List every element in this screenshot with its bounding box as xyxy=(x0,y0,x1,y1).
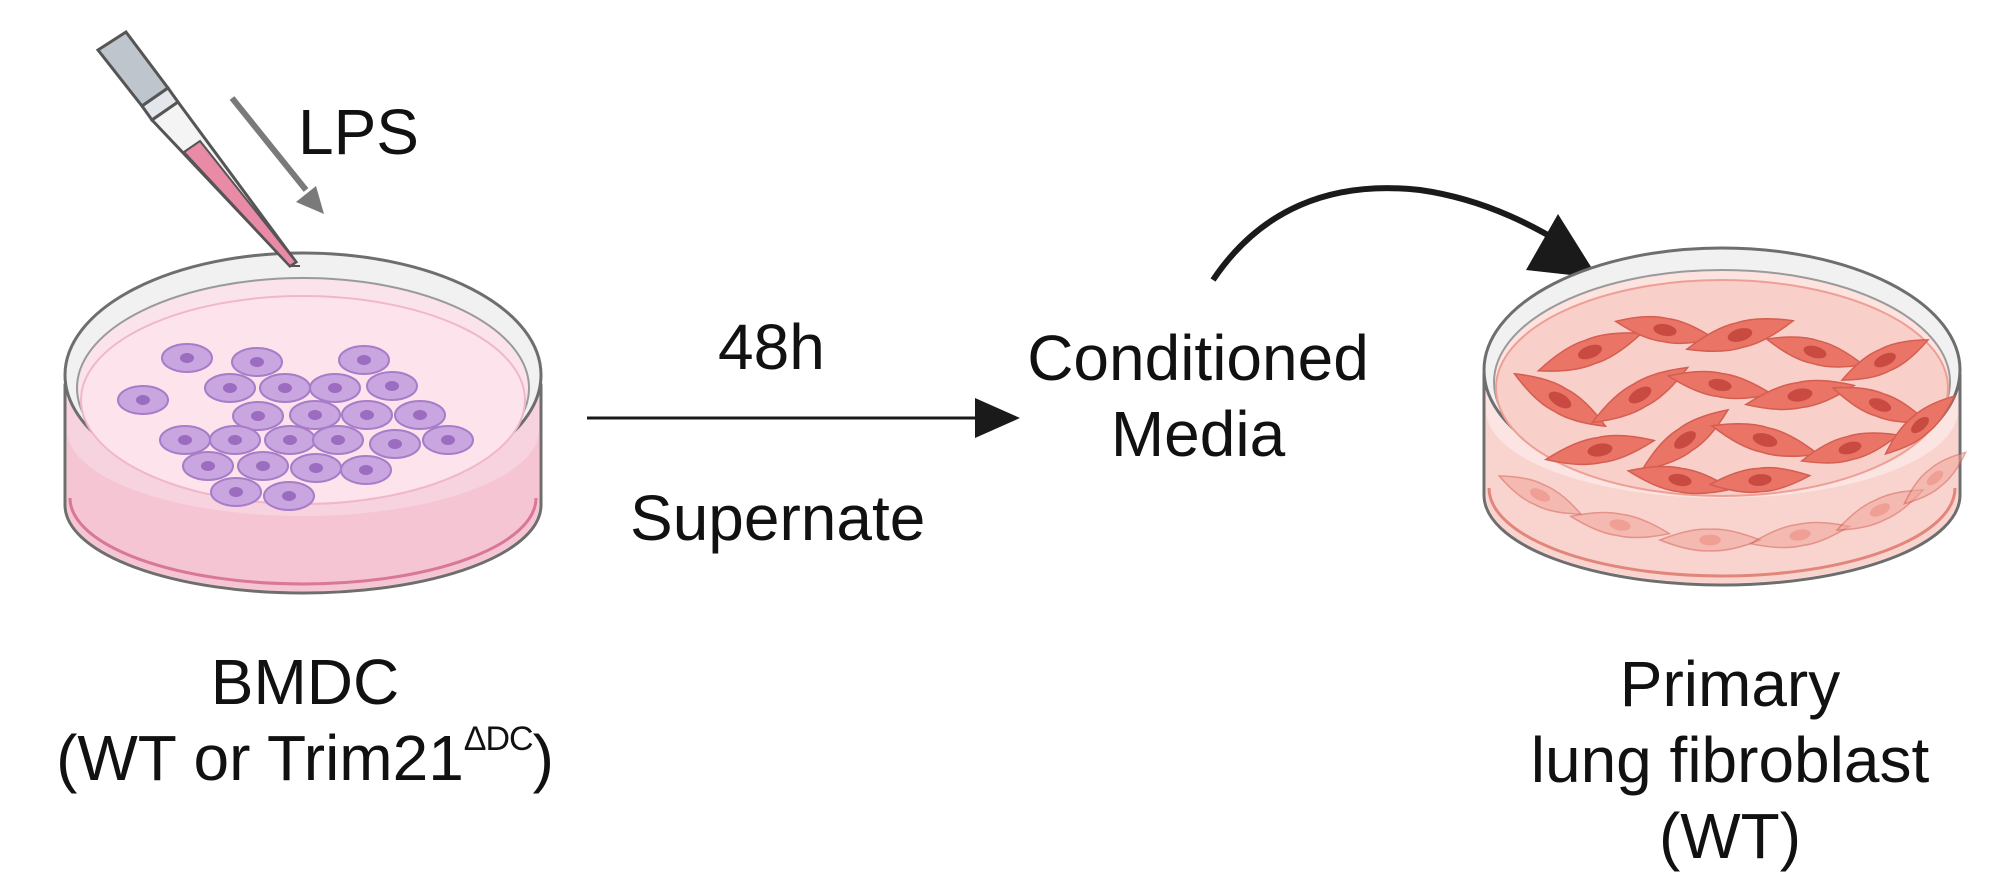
bmdc-cell xyxy=(264,425,316,455)
bmdc-cell xyxy=(341,400,393,430)
bmdc-line1: BMDC xyxy=(210,646,400,718)
petri-dish-fibroblast-icon xyxy=(1482,246,1968,587)
fibroblast-cell xyxy=(1657,528,1763,552)
fibroblast-label: Primary lung fibroblast (WT) xyxy=(1480,652,1980,868)
bmdc-genotype-suffix: ) xyxy=(532,722,554,794)
fibroblast-cell xyxy=(1536,332,1644,372)
supernate-label: Supernate xyxy=(630,482,926,554)
fibroblast-cell xyxy=(1543,434,1657,466)
bmdc-cell xyxy=(209,425,261,455)
bmdc-genotype-prefix: (WT or Trim21 xyxy=(56,722,464,794)
media-line: Media xyxy=(1110,398,1286,470)
fibroblast-cell xyxy=(1590,366,1690,424)
petri-dish-bmdc-icon xyxy=(63,251,543,595)
fibroblast-line1: Primary xyxy=(1619,648,1841,720)
bmdc-cell xyxy=(309,373,361,403)
bmdc-line2: (WT or Trim21ΔDC) xyxy=(20,722,590,790)
curved-arrow xyxy=(1210,185,1598,282)
fibroblast-cell xyxy=(1512,372,1608,428)
bmdc-cell xyxy=(259,373,311,403)
bmdc-cell xyxy=(117,385,169,415)
bmdc-cell xyxy=(232,401,284,431)
bmdc-cell xyxy=(340,455,392,485)
fibroblast-line3: (WT) xyxy=(1658,800,1802,872)
bmdc-cell xyxy=(210,477,262,507)
conditioned-media-label: Conditioned Media xyxy=(1008,326,1388,466)
bmdc-cell xyxy=(182,451,234,481)
bmdc-cell xyxy=(394,400,446,430)
bmdc-cell xyxy=(289,400,341,430)
bmdc-cell xyxy=(237,451,289,481)
fibroblast-cell xyxy=(1685,317,1795,353)
fibroblast-line2: lung fibroblast xyxy=(1530,724,1930,796)
bmdc-cell xyxy=(366,371,418,401)
fibroblast-cells xyxy=(1512,315,1956,495)
time-label: 48h xyxy=(718,311,825,383)
bmdc-cell xyxy=(338,345,390,375)
bmdc-cell xyxy=(312,425,364,455)
bmdc-cell xyxy=(204,373,256,403)
fibroblast-cell xyxy=(1708,466,1812,494)
pipette-icon xyxy=(95,29,300,268)
bmdc-cell xyxy=(369,429,421,459)
fibroblast-cell xyxy=(1902,451,1968,505)
bmdc-cell xyxy=(422,425,474,455)
fibroblast-cell xyxy=(1640,408,1730,472)
bmdc-cell xyxy=(159,425,211,455)
fibroblast-cell xyxy=(1884,394,1956,456)
bmdc-cell xyxy=(290,453,342,483)
bmdc-cell xyxy=(231,347,283,377)
bmdc-label: BMDC (WT or Trim21ΔDC) xyxy=(20,650,590,790)
lps-label: LPS xyxy=(298,96,419,168)
fibroblast-cell xyxy=(1568,511,1672,539)
transfer-arrow xyxy=(587,398,1020,438)
bmdc-genotype-superscript: ΔDC xyxy=(463,720,534,758)
fibroblast-cell xyxy=(1743,379,1857,411)
bmdc-cells xyxy=(117,343,474,511)
lps-arrow xyxy=(229,96,324,214)
bmdc-cell xyxy=(161,343,213,373)
bmdc-cell xyxy=(263,481,315,511)
conditioned-line: Conditioned xyxy=(1027,322,1369,394)
